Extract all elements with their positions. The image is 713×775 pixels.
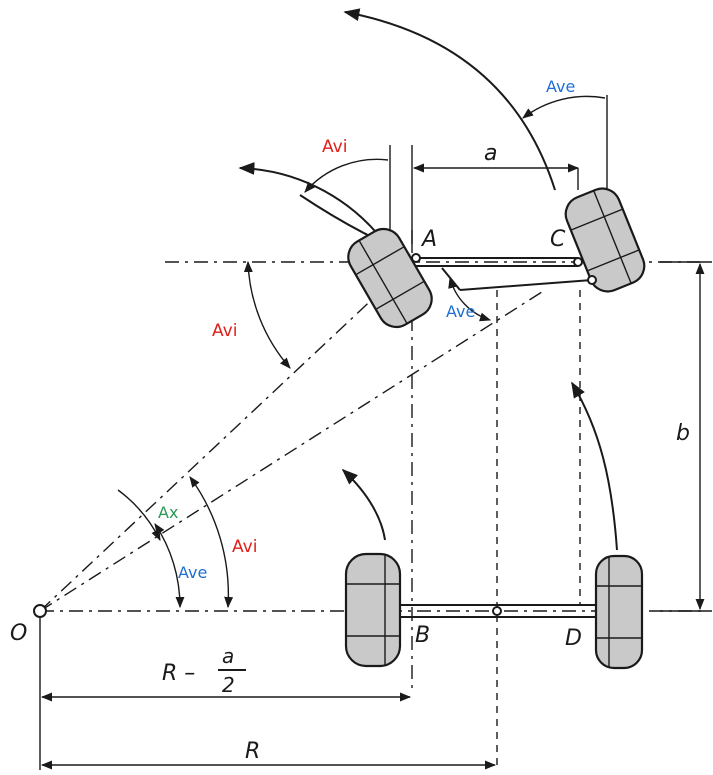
label-ave-top: Ave	[546, 77, 575, 96]
angle-labels: Avi Avi Avi Ave Ave Ave Ax	[158, 77, 575, 582]
angle-arcs	[117, 95, 606, 609]
joints	[33, 253, 597, 618]
label-ave-mid: Ave	[446, 302, 475, 321]
joint-a	[411, 253, 421, 263]
label-b-dimension: b	[676, 421, 690, 446]
front-left-wheel	[347, 227, 433, 329]
point-labels: O A B C D a b R R – a 2	[10, 141, 690, 764]
rear-right-wheel	[594, 554, 644, 670]
center-point-o	[33, 604, 47, 618]
label-b: B	[415, 623, 430, 648]
label-o: O	[10, 621, 27, 646]
rear-left-wheel	[344, 552, 402, 668]
label-frac-den: 2	[222, 673, 235, 697]
turning-rays	[39, 261, 546, 612]
label-frac-num: a	[222, 644, 234, 668]
label-a-dimension: a	[484, 141, 497, 166]
label-r-minus: R –	[162, 661, 195, 686]
label-c: C	[550, 227, 566, 252]
dimension-lines	[40, 163, 712, 770]
joint-center	[492, 606, 502, 616]
joint-c	[573, 257, 583, 267]
label-ave-o: Ave	[178, 563, 207, 582]
label-ax: Ax	[158, 503, 178, 522]
front-right-wheel	[564, 187, 646, 293]
label-r: R	[245, 739, 260, 764]
label-a: A	[420, 227, 437, 252]
label-avi-top: Avi	[322, 137, 347, 157]
joint-c-arm	[587, 275, 597, 285]
label-d: D	[565, 626, 582, 651]
label-avi-o: Avi	[232, 537, 257, 557]
steering-linkage	[400, 257, 600, 618]
label-avi-mid: Avi	[212, 321, 237, 341]
